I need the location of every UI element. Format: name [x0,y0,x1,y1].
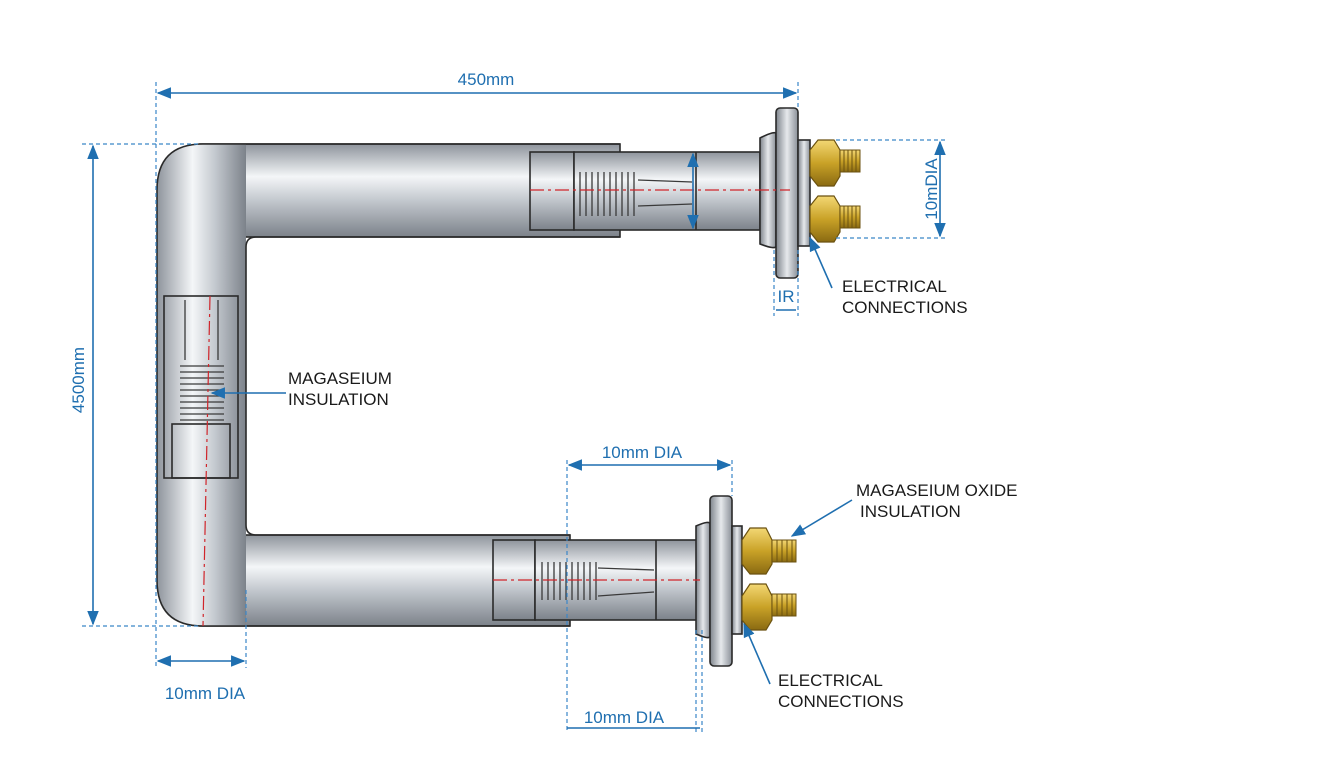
terminal-nuts-top [809,139,861,243]
top-terminal-section [529,151,761,231]
terminal-nuts-bottom [741,527,797,631]
magnesium-insulation-label: MAGASEIUM INSULATION [288,369,397,409]
left-leg-dia-label: 10mm DIA [165,684,246,703]
flange-bottom [695,495,743,667]
electrical-connections-bottom-label: ELECTRICAL CONNECTIONS [778,671,904,711]
centerlines [202,189,790,627]
dimension-lines [82,82,946,734]
overall-width-label: 450mm [458,70,515,89]
ir-label: IR [778,287,795,306]
bottom-flange-dia-label: 10mm DIA [584,708,665,727]
heating-coil-top [579,172,693,216]
magnesium-oxide-insulation-label: MAGASEIUM OXIDE INSULATION [856,481,1022,521]
overall-height-label: 4500mm [69,347,88,413]
flange-top [759,107,811,279]
bottom-tube-dia-label: 10mm DIA [602,443,683,462]
heating-coil-bottom [541,562,655,600]
heating-coil-left [180,365,224,421]
leader-lines [210,236,853,685]
top-terminal-dia-label: 10mDIA [922,158,941,220]
electrical-connections-top-label: ELECTRICAL CONNECTIONS [842,277,968,317]
